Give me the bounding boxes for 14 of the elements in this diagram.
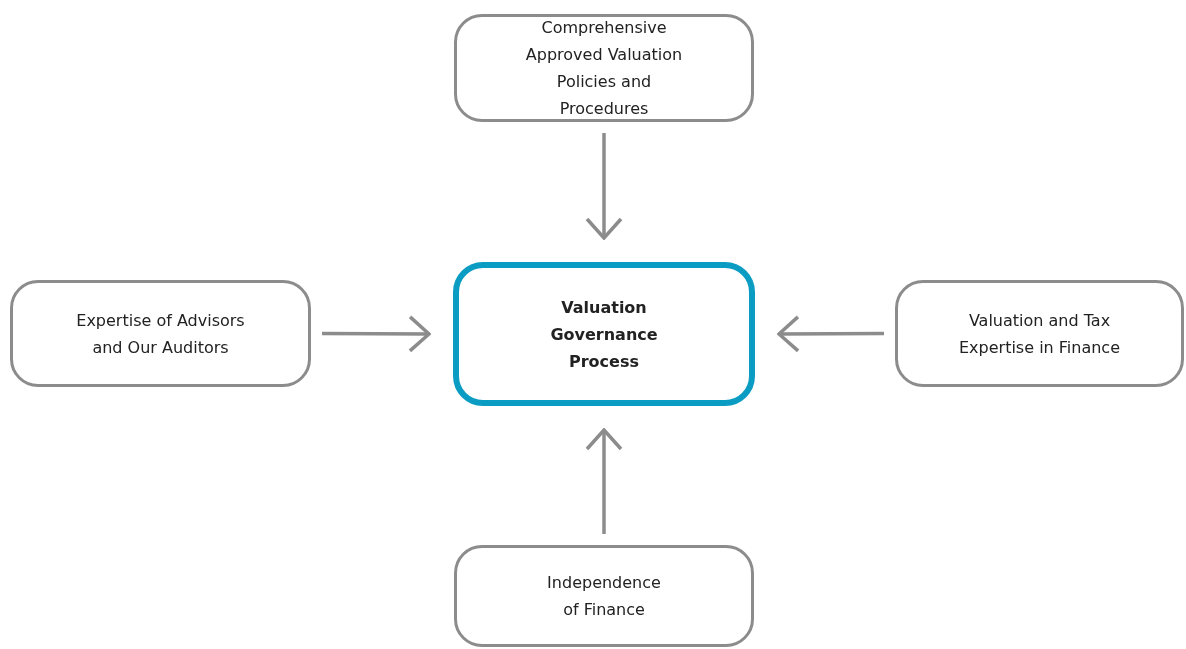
box-text: Comprehensive Approved Valuation Policies and Procedures: [524, 17, 684, 120]
arrow: [777, 315, 884, 353]
arrow: [585, 428, 623, 534]
highlighted-box: [453, 262, 755, 406]
rounded-box: [10, 280, 311, 387]
arrow: [585, 133, 623, 240]
rounded-box: [454, 545, 754, 647]
rounded-box: [895, 280, 1184, 387]
box-text: Valuation Governance Process: [549, 296, 659, 373]
rounded-box: [454, 14, 754, 122]
arrow: [322, 315, 431, 353]
box-text: Valuation and Tax Expertise in Finance: [958, 309, 1121, 359]
box-text: Expertise of Advisors and Our Auditors: [75, 309, 246, 359]
box-text: Independence of Finance: [546, 572, 662, 621]
